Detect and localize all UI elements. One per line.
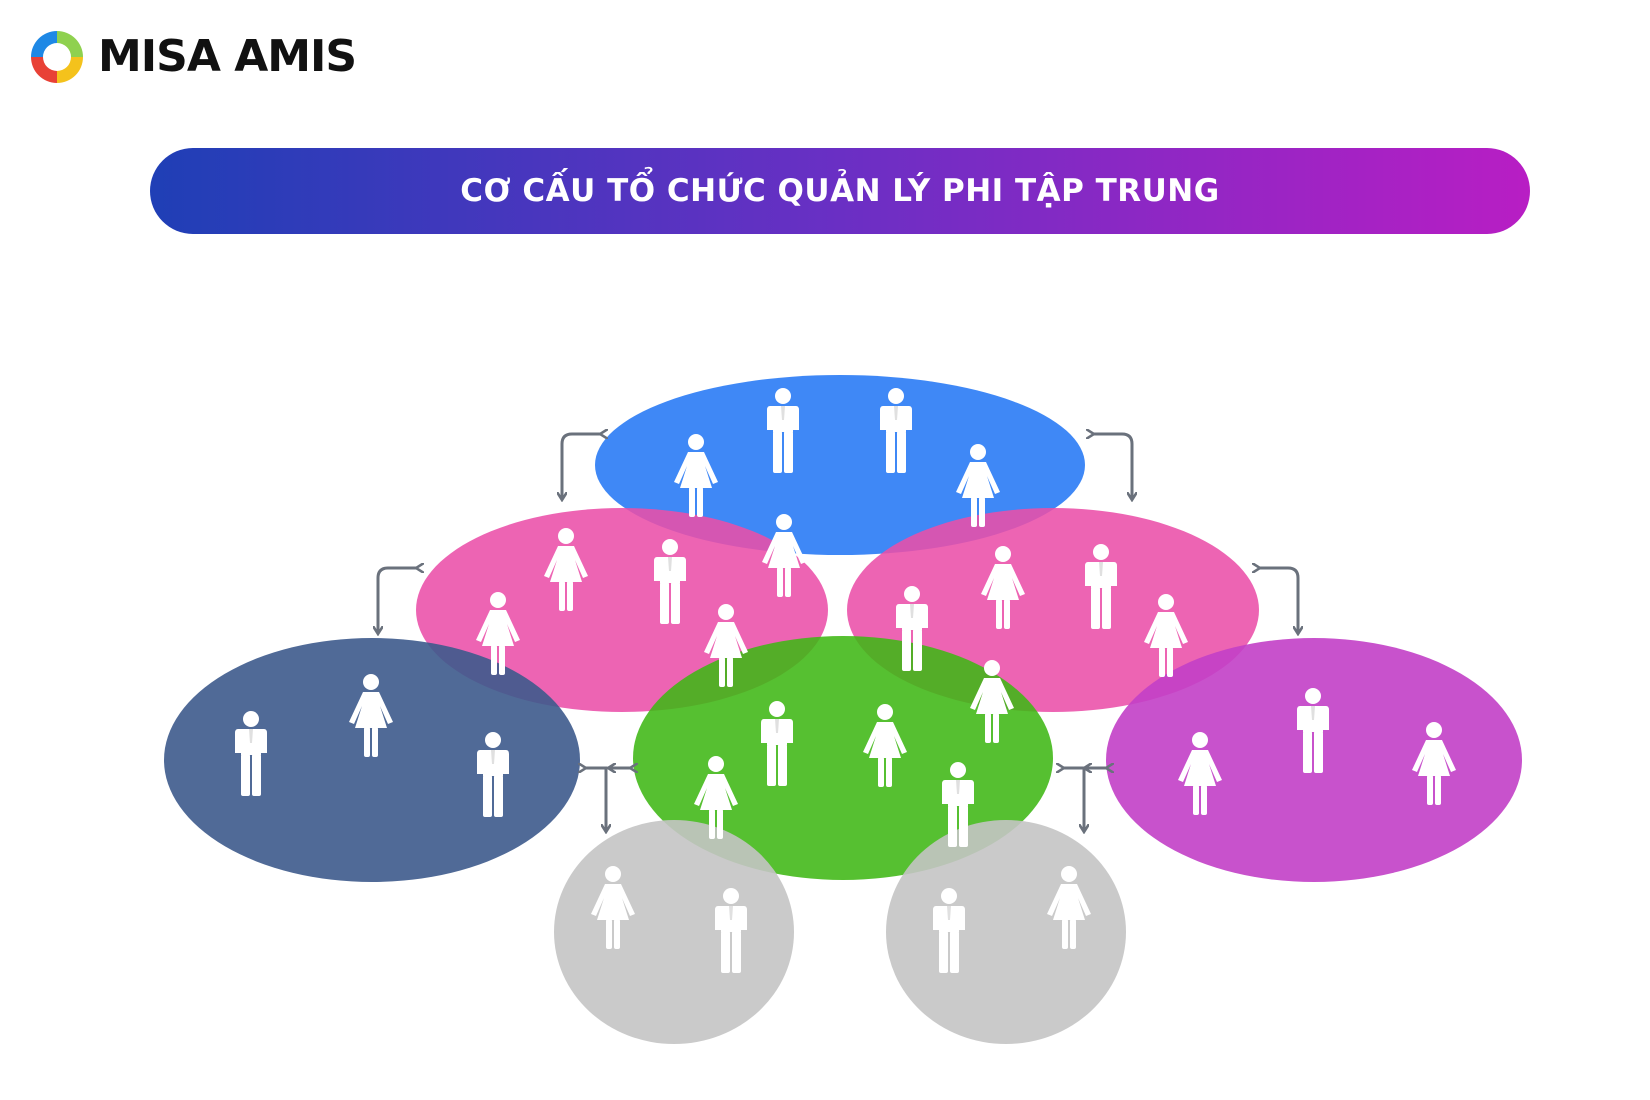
female-person-icon — [694, 756, 738, 839]
group-bottom-right-ellipse — [886, 820, 1126, 1044]
female-person-icon — [1144, 594, 1188, 677]
female-person-icon — [981, 546, 1025, 629]
male-person-icon — [715, 888, 747, 973]
bidirectional-arrow-icon — [584, 768, 606, 830]
brand-name: MISA AMIS — [98, 31, 357, 82]
female-person-icon — [349, 674, 393, 757]
female-person-icon — [1412, 722, 1456, 805]
male-person-icon — [654, 539, 686, 624]
bidirectional-arrow-icon — [378, 568, 418, 632]
female-person-icon — [863, 704, 907, 787]
female-person-icon — [476, 592, 520, 675]
male-person-icon — [761, 701, 793, 786]
male-person-icon — [477, 732, 509, 817]
male-person-icon — [880, 388, 912, 473]
group-bottom-left-ellipse — [554, 820, 794, 1044]
female-person-icon — [704, 604, 748, 687]
male-person-icon — [942, 762, 974, 847]
male-person-icon — [933, 888, 965, 973]
bidirectional-arrow-icon — [562, 434, 602, 498]
bidirectional-arrow-icon — [1092, 434, 1132, 498]
male-person-icon — [235, 711, 267, 796]
male-person-icon — [1085, 544, 1117, 629]
bidirectional-arrow-icon — [1062, 768, 1084, 830]
female-person-icon — [956, 444, 1000, 527]
female-person-icon — [674, 434, 718, 517]
female-person-icon — [970, 660, 1014, 743]
brand-logo: MISA AMIS — [28, 28, 357, 86]
female-person-icon — [544, 528, 588, 611]
bidirectional-arrow-icon — [1258, 568, 1298, 632]
group-top-ellipse — [595, 375, 1085, 555]
group-left-ellipse — [164, 638, 580, 882]
female-person-icon — [762, 514, 806, 597]
male-person-icon — [896, 586, 928, 671]
title-banner: CƠ CẤU TỔ CHỨC QUẢN LÝ PHI TẬP TRUNG — [150, 148, 1530, 234]
male-person-icon — [767, 388, 799, 473]
female-person-icon — [591, 866, 635, 949]
male-person-icon — [1297, 688, 1329, 773]
female-person-icon — [1178, 732, 1222, 815]
misa-amis-logo-icon — [31, 31, 83, 83]
female-person-icon — [1047, 866, 1091, 949]
diagram-title: CƠ CẤU TỔ CHỨC QUẢN LÝ PHI TẬP TRUNG — [460, 173, 1220, 209]
